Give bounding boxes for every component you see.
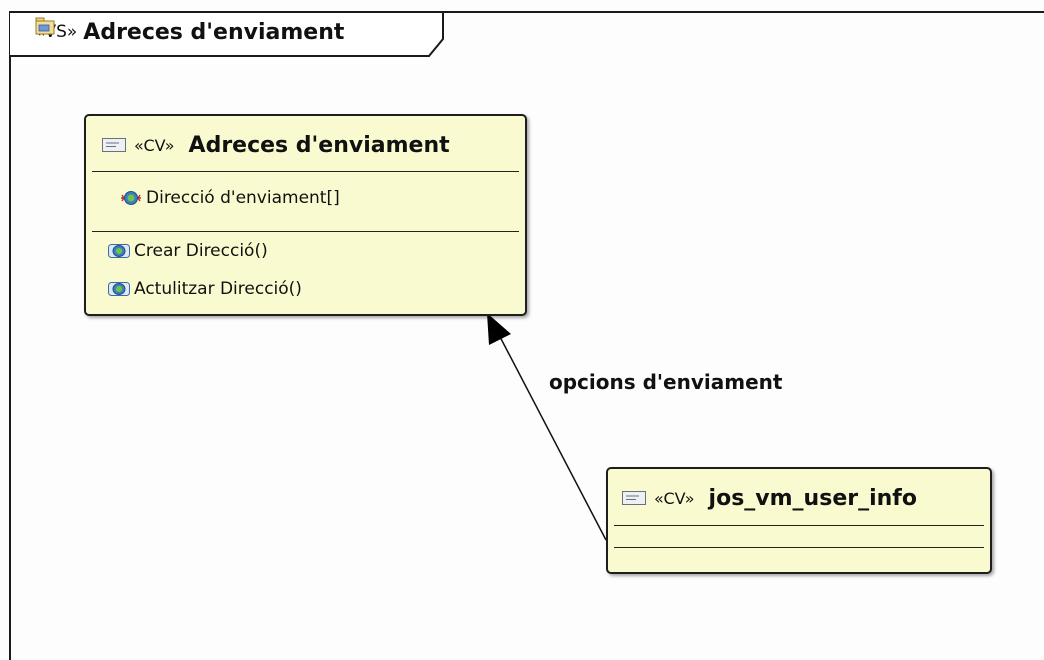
attribute-label: Direcció d'enviament[]	[146, 188, 340, 208]
class-jos-vm-user-info[interactable]: «CV» jos_vm_user_info	[606, 467, 992, 574]
attribute-icon	[121, 191, 141, 205]
operation-icon	[108, 244, 130, 258]
package-icon	[35, 17, 55, 35]
frame-tab-shape	[10, 11, 444, 57]
operation-icon	[108, 282, 130, 296]
operation-label: Actulitzar Direcció()	[134, 279, 302, 299]
association-line	[497, 332, 607, 541]
class-stereotype: «CV»	[654, 488, 695, 508]
operation-item[interactable]: Actulitzar Direcció()	[108, 279, 302, 299]
header-divider	[614, 525, 984, 526]
class-name: Adreces d'enviament	[188, 132, 450, 158]
header-divider	[92, 171, 519, 172]
class-adreces-enviament[interactable]: «CV» Adreces d'enviament Direcció d'envi…	[84, 114, 527, 316]
attributes-divider	[614, 547, 984, 548]
frame-title: Adreces d'enviament	[83, 19, 345, 45]
class-stereotype: «CV»	[134, 135, 175, 155]
operation-item[interactable]: Crear Direcció()	[108, 241, 268, 261]
attributes-divider	[92, 231, 519, 232]
class-view-icon	[622, 491, 646, 505]
frame-tab: «VS» Adreces d'enviament	[9, 11, 445, 57]
class-view-icon	[102, 138, 126, 152]
class-name: jos_vm_user_info	[708, 485, 917, 511]
attribute-item[interactable]: Direcció d'enviament[]	[120, 188, 340, 208]
operation-label: Crear Direcció()	[134, 241, 268, 261]
association-label: opcions d'enviament	[549, 370, 783, 394]
diagram-frame	[9, 11, 1044, 660]
association-arrowhead	[487, 313, 511, 345]
